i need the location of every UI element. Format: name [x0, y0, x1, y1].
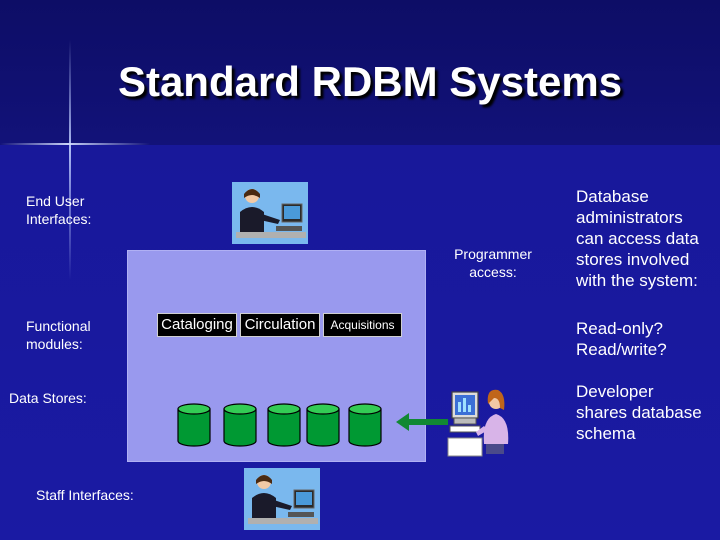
functional-label-line-2: modules:	[26, 336, 83, 352]
database-icon	[306, 403, 340, 447]
programmer-access-label: Programmer access:	[449, 245, 537, 281]
sparkle-vertical	[69, 40, 71, 280]
staff-interfaces-label: Staff Interfaces:	[36, 487, 134, 503]
developer-note: Developer shares database schema	[576, 381, 702, 444]
background-top	[0, 0, 720, 145]
database-icon	[177, 403, 211, 447]
developer-note-line-1: Developer	[576, 382, 654, 401]
module-cataloging: Cataloging	[157, 313, 237, 337]
slide-title: Standard RDBM Systems	[117, 58, 623, 105]
end-user-label-line-1: End User	[26, 193, 85, 209]
database-icon	[223, 403, 257, 447]
programmer-label-line-2: access:	[469, 264, 517, 280]
dba-note: Database administrators can access data …	[576, 186, 699, 291]
dba-note-line-3: can access data	[576, 229, 699, 248]
staff-person-at-computer-icon	[244, 468, 320, 530]
database-icon	[348, 403, 382, 447]
data-stores-label: Data Stores:	[9, 390, 87, 406]
developer-note-line-2: shares database	[576, 403, 702, 422]
access-arrow	[396, 413, 448, 431]
end-user-label-line-2: Interfaces:	[26, 211, 92, 227]
module-circulation: Circulation	[240, 313, 320, 337]
access-note-line-2: Read/write?	[576, 340, 667, 359]
developer-note-line-3: schema	[576, 424, 636, 443]
access-note-line-1: Read-only?	[576, 319, 663, 338]
person-at-computer-icon	[232, 182, 308, 244]
end-user-label: End User Interfaces:	[26, 192, 91, 228]
dba-note-line-1: Database	[576, 187, 649, 206]
sparkle-horizontal	[0, 143, 150, 145]
module-acquisitions: Acquisitions	[323, 313, 402, 337]
programmer-at-computer-icon	[447, 389, 509, 457]
programmer-label-line-1: Programmer	[454, 246, 532, 262]
functional-modules-label: Functional modules:	[26, 317, 91, 353]
dba-note-line-5: with the system:	[576, 271, 698, 290]
access-mode-note: Read-only? Read/write?	[576, 318, 667, 360]
dba-note-line-4: stores involved	[576, 250, 690, 269]
dba-note-line-2: administrators	[576, 208, 683, 227]
database-icon	[267, 403, 301, 447]
functional-label-line-1: Functional	[26, 318, 91, 334]
